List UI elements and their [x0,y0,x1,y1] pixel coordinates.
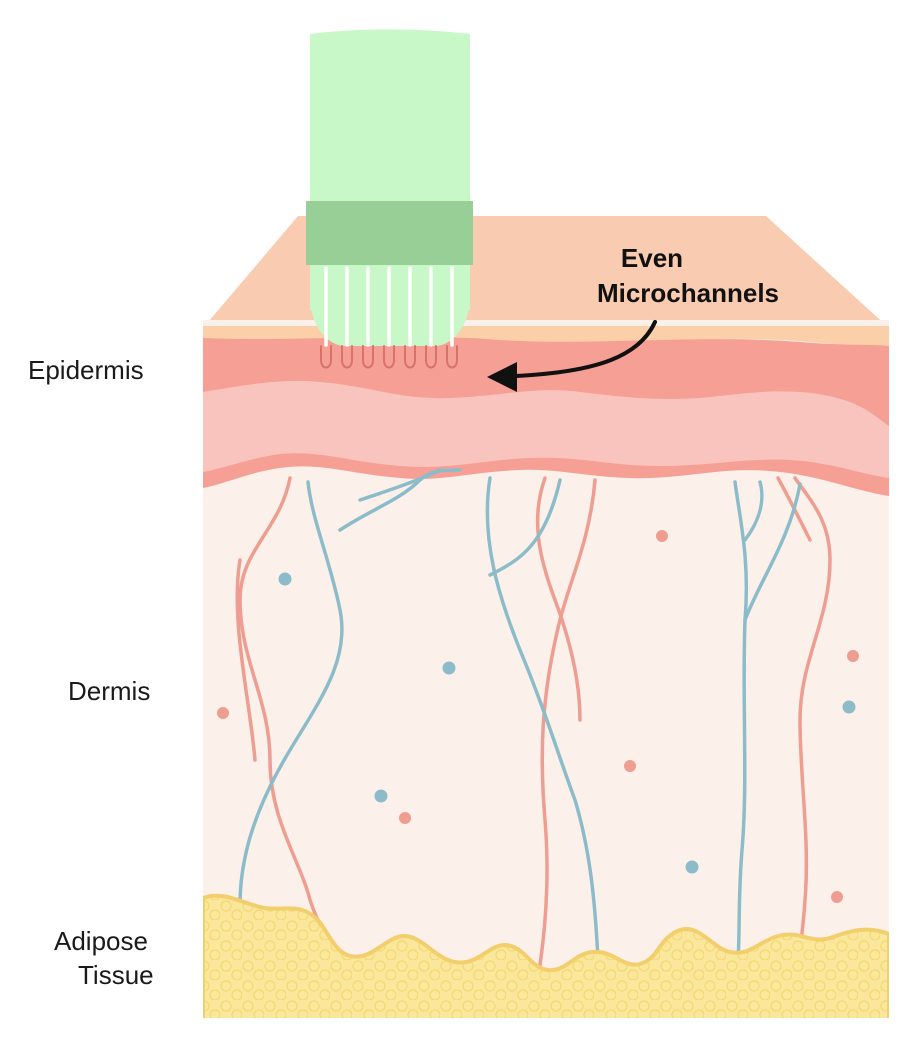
label-adipose-line-1: Adipose [54,926,148,956]
dermis-dots [217,530,859,903]
blood-vessels-blue [238,468,802,962]
skin-surface [203,216,889,328]
label-dermis: Dermis [68,676,151,706]
label-epidermis: Epidermis [28,355,144,385]
callout-line-2: Microchannels [597,278,779,308]
curved-arrow-icon [487,320,657,392]
microneedling-device-icon [306,29,473,369]
callout-line-1: Even [621,243,683,273]
blood-vessels-red [235,476,832,967]
epidermis-inner-layer [203,380,889,478]
adipose-layer [203,893,889,1018]
label-adipose-line-2: Tissue [78,960,154,990]
